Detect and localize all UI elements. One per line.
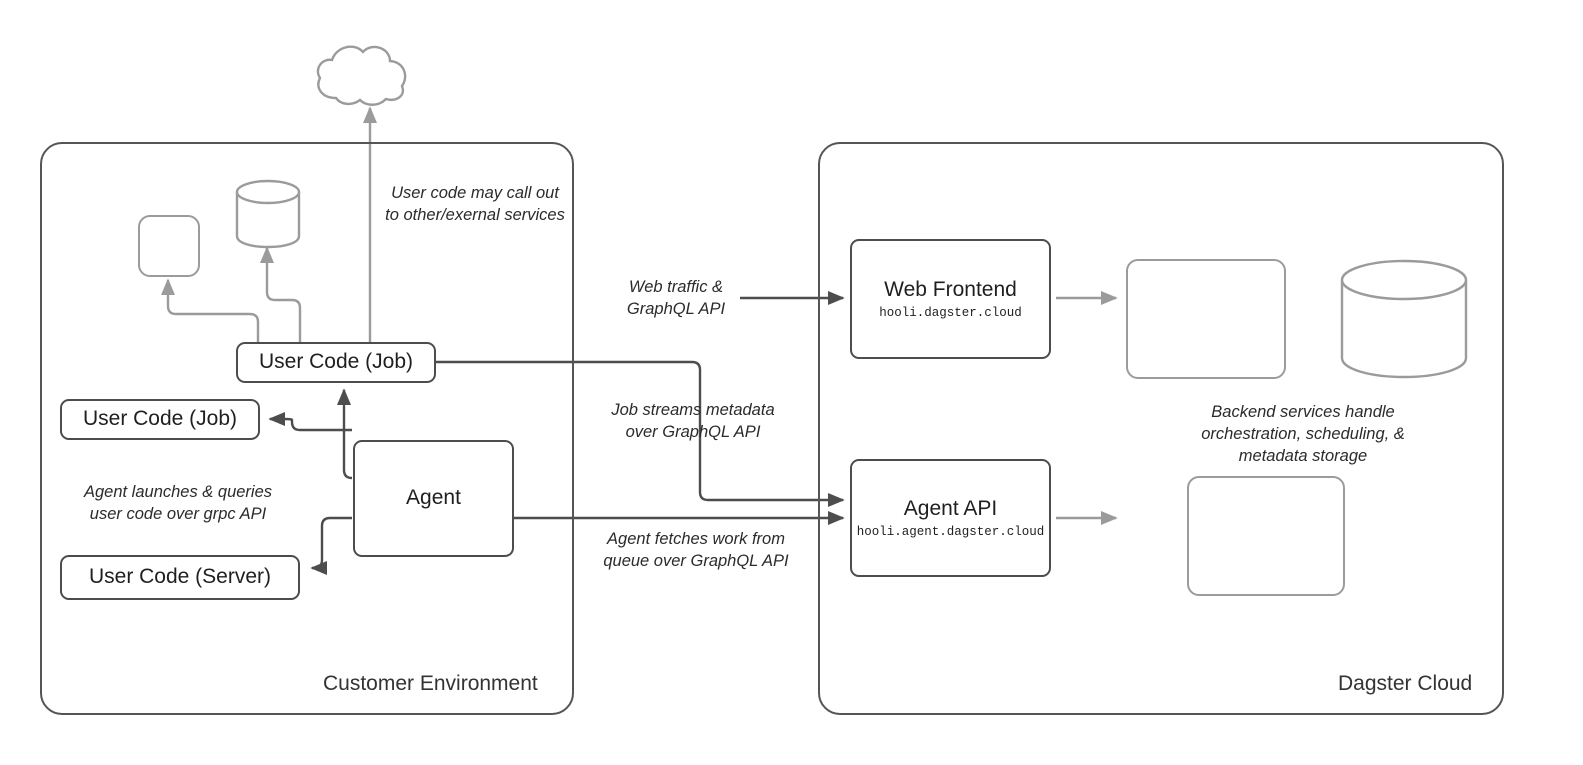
customer-environment-container	[40, 142, 574, 715]
annotation-agent-fetches: Agent fetches work from queue over Graph…	[603, 530, 789, 570]
backend-service-box	[1126, 259, 1286, 379]
node-title: User Code (Server)	[88, 565, 272, 589]
backend-database-cylinder	[1340, 259, 1468, 379]
backend-queue-box	[1187, 476, 1345, 596]
node-title: Agent	[406, 486, 461, 510]
node-web-frontend: Web Frontend hooli.dagster.cloud	[850, 239, 1051, 359]
node-user-code-job-left: User Code (Job)	[60, 399, 260, 440]
dagster-cloud-container	[818, 142, 1504, 715]
node-title: Agent API	[903, 497, 998, 521]
node-user-code-job-top: User Code (Job)	[236, 342, 436, 383]
customer-environment-label: Customer Environment	[323, 672, 538, 695]
node-agent-api: Agent API hooli.agent.dagster.cloud	[850, 459, 1051, 577]
node-user-code-server: User Code (Server)	[60, 555, 300, 600]
external-cloud-icon	[316, 45, 407, 106]
node-subtitle: hooli.agent.dagster.cloud	[856, 524, 1045, 539]
annotation-agent-launches: Agent launches & queries user code over …	[83, 483, 273, 523]
annotation-job-streams: Job streams metadata over GraphQL API	[611, 401, 775, 441]
external-database-cylinder	[235, 179, 301, 249]
node-title: Web Frontend	[884, 278, 1017, 302]
dagster-cloud-label: Dagster Cloud	[1338, 672, 1473, 695]
annotation-user-code-call-out: User code may call out to other/exernal …	[385, 184, 565, 224]
annotation-web-traffic: Web traffic & GraphQL API	[626, 278, 726, 318]
annotation-backend-services: Backend services handle orchestration, s…	[1201, 403, 1405, 465]
external-service-box	[138, 215, 200, 277]
node-title: User Code (Job)	[82, 407, 238, 431]
node-subtitle: hooli.dagster.cloud	[879, 305, 1022, 320]
node-agent: Agent	[353, 440, 514, 557]
node-title: User Code (Job)	[258, 350, 414, 374]
